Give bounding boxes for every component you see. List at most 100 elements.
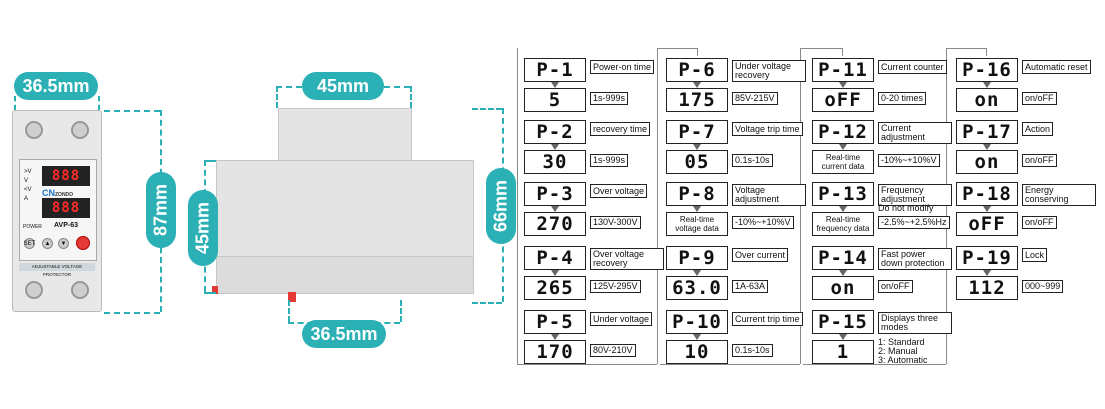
param-range: 80V-210V (590, 344, 636, 357)
flow-line (800, 48, 801, 364)
dim-side-top: 45mm (302, 72, 384, 100)
clip-red (288, 292, 296, 302)
param-value-display: Real-time frequency data (812, 212, 874, 236)
param-code-display: P-8 (666, 182, 728, 206)
device-strip: ADJUSTABLE VOLTAGE PROTECTOR (19, 263, 95, 277)
param-label: Action (1022, 122, 1054, 136)
param-code-display: P-3 (524, 182, 586, 206)
param-range: on/oFF (878, 280, 913, 293)
param-code-display: P-19 (956, 246, 1018, 270)
display-bottom: 888 (42, 198, 90, 218)
brand-text: CN (42, 188, 55, 198)
led-under-voltage-label: <V (24, 187, 32, 193)
param-range: on/oFF (1022, 92, 1057, 105)
arrow-down-icon (839, 144, 847, 150)
device-side-top (278, 108, 412, 162)
param-code-display: P-5 (524, 310, 586, 334)
param-code-display: P-4 (524, 246, 586, 270)
param-label: Under voltage (590, 312, 653, 326)
screw-icon (25, 281, 43, 299)
arrow-down-icon (551, 334, 559, 340)
param-value-display: oFF (956, 212, 1018, 236)
dim-front-width: 36.5mm (14, 72, 98, 100)
param-range: 1A-63A (732, 280, 769, 293)
param-label: Over voltage recovery (590, 248, 664, 270)
param-label: Power-on time (590, 60, 655, 74)
stop-button[interactable] (76, 236, 90, 250)
led-voltage-label: V (24, 178, 29, 184)
screw-icon (71, 281, 89, 299)
param-label: Current trip time (732, 312, 803, 326)
arrow-down-icon (983, 144, 991, 150)
flow-line (803, 364, 946, 365)
param-value-display: Real-time current data (812, 150, 874, 174)
param-label: Energy conserving (1022, 184, 1096, 206)
model-label: AVP-63 (54, 222, 78, 229)
param-code-display: P-14 (812, 246, 874, 270)
param-code-display: P-10 (666, 310, 728, 334)
arrow-down-icon (839, 270, 847, 276)
param-range: -2.5%~+2.5%Hz (878, 216, 950, 229)
down-button[interactable]: ▼ (58, 238, 69, 249)
param-code-display: P-12 (812, 120, 874, 144)
flow-line (517, 364, 657, 365)
arrow-down-icon (983, 270, 991, 276)
flow-line (517, 48, 518, 364)
up-button[interactable]: ▲ (42, 238, 53, 249)
flow-line (842, 48, 843, 56)
param-label: Over current (732, 248, 789, 262)
param-range: on/oFF (1022, 154, 1057, 167)
param-range: 000~999 (1022, 280, 1064, 293)
param-value-display: 10 (666, 340, 728, 364)
dim-guide (104, 312, 160, 314)
led-column: >V V <V A (24, 168, 32, 204)
arrow-down-icon (693, 334, 701, 340)
dim-guide (98, 96, 100, 110)
param-code-display: P-2 (524, 120, 586, 144)
dim-guide (410, 86, 412, 108)
flow-line (946, 48, 986, 49)
arrow-down-icon (551, 270, 559, 276)
param-value-display: on (956, 150, 1018, 174)
param-code-display: P-16 (956, 58, 1018, 82)
dim-guide (204, 160, 216, 162)
brand-logo: CNZONDO (42, 188, 73, 198)
screw-icon (25, 121, 43, 139)
dim-guide (104, 110, 160, 112)
param-value-display: 175 (666, 88, 728, 112)
dim-guide (384, 86, 410, 88)
param-value-display: oFF (812, 88, 874, 112)
param-value-display: Real-time voltage data (666, 212, 728, 236)
param-range: 130V-300V (590, 216, 641, 229)
param-code-display: P-13 (812, 182, 874, 206)
param-value-display: 63.0 (666, 276, 728, 300)
param-value-display: on (812, 276, 874, 300)
param-label: Voltage adjustment (732, 184, 806, 206)
param-code-display: P-1 (524, 58, 586, 82)
param-code-display: P-11 (812, 58, 874, 82)
dim-guide (472, 302, 502, 304)
led-current-label: A (24, 196, 29, 202)
arrow-down-icon (983, 82, 991, 88)
arrow-down-icon (839, 334, 847, 340)
arrow-down-icon (693, 144, 701, 150)
param-value-display: 170 (524, 340, 586, 364)
dim-guide (204, 292, 216, 294)
param-range: 125V-295V (590, 280, 641, 293)
arrow-down-icon (839, 206, 847, 212)
param-range: -10%~+10%V (732, 216, 794, 229)
arrow-down-icon (983, 206, 991, 212)
flow-line (946, 48, 947, 364)
param-value-display: 1 (812, 340, 874, 364)
device-front: 888 CNZONDO 888 >V V <V A POWER AVP-63 S… (12, 110, 102, 312)
param-label: Current counter (878, 60, 947, 74)
param-range: -10%~+10%V (878, 154, 940, 167)
brand-sub-text: ZONDO (55, 192, 74, 198)
param-label: Displays three modes (878, 312, 952, 334)
param-range: 0.1s-10s (732, 344, 773, 357)
set-button[interactable]: SET (24, 238, 35, 249)
param-value-display: 112 (956, 276, 1018, 300)
flow-line (660, 364, 800, 365)
param-range: 1s-999s (590, 92, 629, 105)
param-label: Frequency adjustment (878, 184, 952, 206)
